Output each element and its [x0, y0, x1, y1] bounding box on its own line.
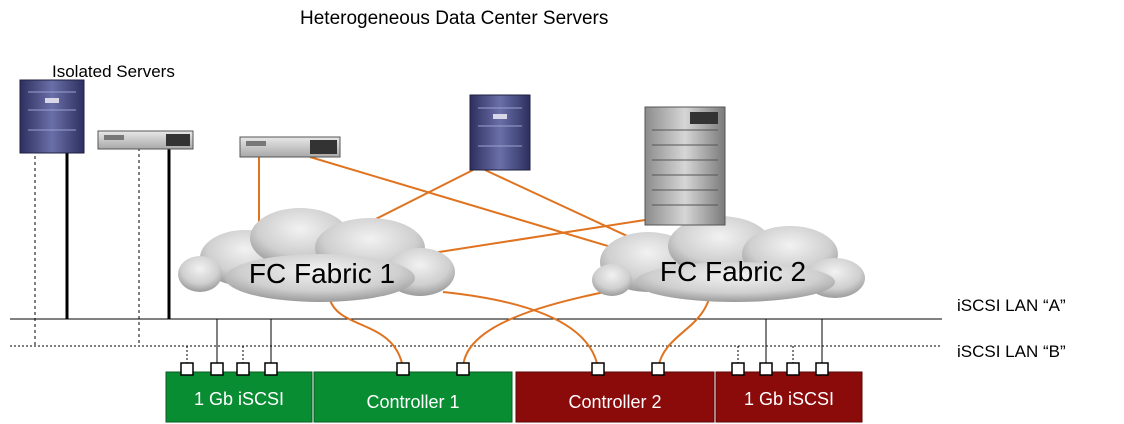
storage-block-1gb-iscsi-red: 1 Gb iSCSI — [715, 371, 863, 423]
storage-block-1gb-iscsi-red-label: 1 Gb iSCSI — [744, 389, 834, 409]
storage-block-controller-1-box — [313, 371, 513, 423]
lan-b-label: iSCSI LAN “B” — [957, 342, 1066, 361]
storage-block-1gb-iscsi-green: 1 Gb iSCSI — [165, 371, 313, 423]
fc-link — [484, 169, 641, 243]
iscsi-port — [180, 362, 194, 376]
ports — [180, 362, 829, 376]
fc-fabric-1-label: FC Fabric 1 — [249, 258, 395, 289]
fc-rack-server-icon — [239, 136, 341, 158]
fc-link — [442, 291, 599, 369]
iscsi-port-links — [186, 319, 823, 368]
iscsi-port — [264, 362, 278, 376]
iscsi-port — [210, 362, 224, 376]
isolated-tower-server-icon — [19, 79, 85, 154]
storage-block-1gb-iscsi-green-label: 1 Gb iSCSI — [194, 389, 284, 409]
fc-link — [329, 299, 404, 369]
fc-link — [462, 282, 651, 369]
fc-port — [396, 362, 410, 376]
storage-block-controller-1: Controller 1 — [313, 371, 513, 423]
fc-port — [591, 362, 605, 376]
storage-block-1gb-iscsi-green-box — [165, 371, 313, 423]
lan-a-label: iSCSI LAN “A” — [957, 296, 1066, 315]
fc-link — [309, 156, 649, 259]
iscsi-port — [786, 362, 800, 376]
fc-port — [456, 362, 470, 376]
diagram-title: Heterogeneous Data Center Servers — [300, 8, 609, 29]
iscsi-port — [731, 362, 745, 376]
fc-port — [651, 362, 665, 376]
iscsi-port — [759, 362, 773, 376]
fc-fabric-2-cloud — [592, 216, 865, 302]
fc-link — [419, 219, 646, 256]
isolated-rack-server-icon — [97, 130, 194, 150]
fc-fabric-1-cloud — [178, 208, 455, 302]
fc-tower-server-icon — [469, 94, 531, 171]
storage-block-controller-2: Controller 2 — [515, 371, 715, 423]
iscsi-port — [815, 362, 829, 376]
storage-block-1gb-iscsi-red-box — [715, 371, 863, 423]
fc-large-server-icon — [644, 106, 726, 226]
storage-block-controller-2-label: Controller 2 — [568, 392, 661, 412]
iscsi-port — [236, 362, 250, 376]
storage-block-controller-1-label: Controller 1 — [366, 392, 459, 412]
isolated-servers-label: Isolated Servers — [52, 62, 175, 81]
fc-fabric-2-label: FC Fabric 2 — [660, 256, 806, 287]
storage-block-controller-2-box — [515, 371, 715, 423]
